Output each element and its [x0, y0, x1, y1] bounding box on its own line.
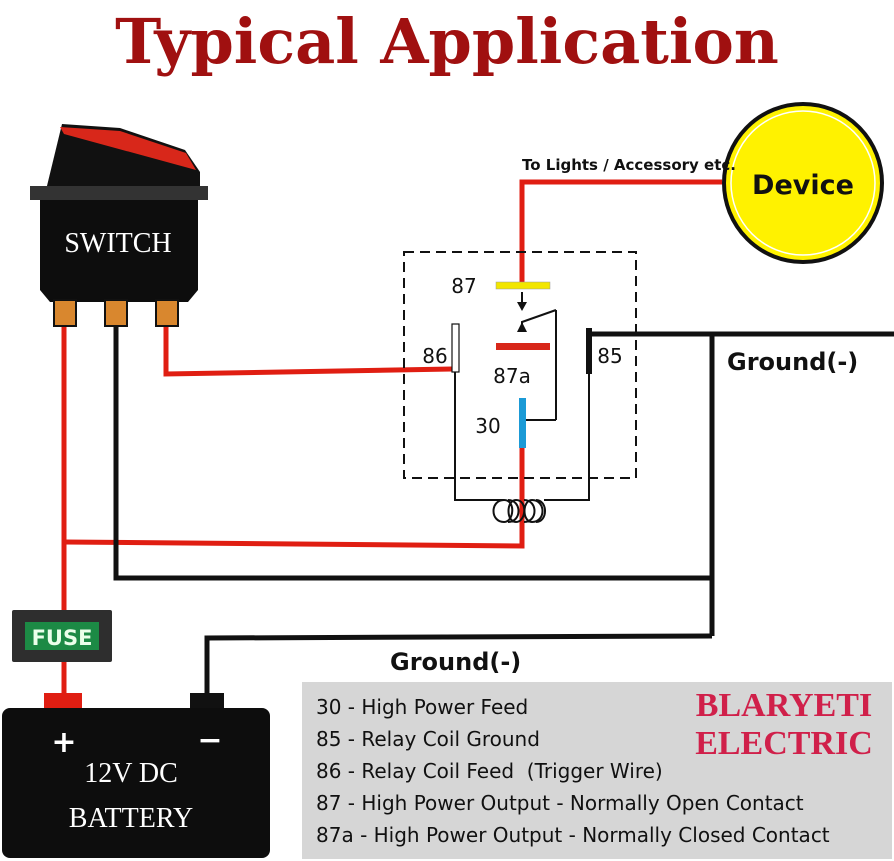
ground-label-right: Ground(-): [727, 348, 858, 376]
coil-wire-right: [544, 374, 590, 501]
brand-line-1: BLARYETI: [696, 687, 872, 724]
switch-terminal-middle: [104, 299, 128, 327]
legend-item-87a: 87a - High Power Output - Normally Close…: [316, 823, 830, 847]
fuse-label: FUSE: [32, 626, 93, 650]
wire-ground-to-battery: [204, 633, 713, 697]
legend-background: [302, 682, 892, 859]
relay-housing: [403, 251, 637, 479]
battery-name-label: BATTERY: [69, 803, 193, 834]
device-inner-ring: [730, 110, 876, 256]
pin-87a-label: 87a: [493, 364, 531, 388]
battery-minus-label: −: [197, 723, 222, 758]
relay-arm-arrowhead: [517, 322, 527, 332]
battery-terminal-positive: [44, 693, 82, 709]
fuse: FUSE: [12, 610, 112, 662]
accessory-label: To Lights / Accessory etc.: [522, 156, 736, 174]
legend-item-85: 85 - Relay Coil Ground: [316, 727, 540, 751]
switch-bezel: [30, 186, 208, 200]
battery-plus-label: +: [51, 725, 76, 760]
pin-legend: BLARYETI ELECTRIC 30 - High Power Feed 8…: [302, 682, 892, 859]
device: Device: [722, 102, 884, 264]
legend-item-30: 30 - High Power Feed: [316, 695, 528, 719]
battery-voltage-label: 12V DC: [84, 758, 178, 789]
switch-rocker-red: [60, 127, 196, 170]
battery-body: [2, 708, 270, 858]
coil-wire-left: [454, 372, 504, 501]
pin-87a-contact: [496, 343, 550, 350]
switch-terminal-right: [155, 299, 179, 327]
relay-coil: [492, 499, 546, 524]
pin-85-contact: [586, 328, 592, 374]
device-label: Device: [752, 170, 854, 201]
pin-85-label: 85: [597, 344, 622, 368]
relay-contact-arm: [521, 309, 557, 332]
pin-87-contact: [495, 281, 551, 290]
fuse-window: [25, 622, 99, 650]
legend-item-87: 87 - High Power Output - Normally Open C…: [316, 791, 804, 815]
switch-terminal-left: [53, 299, 77, 327]
battery-terminal-negative: [190, 693, 224, 709]
relay: 87 86 87a 85 30: [403, 251, 637, 524]
pin-86-label: 86: [422, 344, 447, 368]
battery: + − 12V DC BATTERY: [2, 693, 270, 858]
switch-label: SWITCH: [64, 228, 171, 259]
ground-label-bottom: Ground(-): [390, 648, 521, 676]
pin-86-contact: [451, 323, 460, 373]
pin-87-label: 87: [451, 274, 476, 298]
wire-switch-ground: [113, 324, 712, 581]
brand-line-2: ELECTRIC: [695, 725, 873, 762]
page-title: Typical Application: [115, 5, 779, 78]
wire-feed-to-pin30: [63, 500, 525, 549]
legend-item-86: 86 - Relay Coil Feed (Trigger Wire): [316, 759, 663, 783]
wire-switch-to-pin86: [163, 324, 453, 377]
switch-body: [40, 200, 198, 302]
pin-30-label: 30: [475, 414, 500, 438]
pin-87-arrowhead: [517, 302, 527, 311]
wire-pin87-to-device: [519, 179, 722, 283]
switch-rocker: [46, 124, 200, 190]
device-circle: [722, 102, 884, 264]
pin-30-contact: [519, 398, 526, 448]
rocker-switch: SWITCH: [30, 124, 208, 327]
